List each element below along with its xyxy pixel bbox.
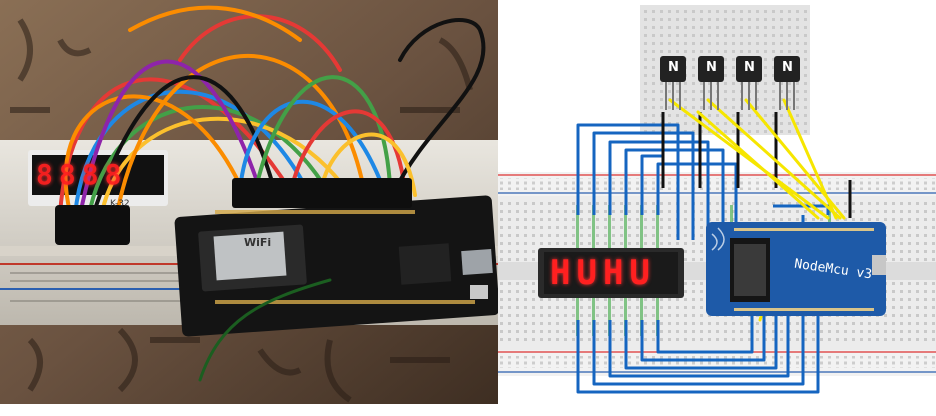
photo-nodemcu-board — [174, 195, 498, 337]
circuit-diagram — [498, 5, 936, 394]
transistor-q1 — [660, 56, 686, 110]
transistor-label-2: N — [706, 60, 717, 75]
seven-segment-display — [538, 248, 684, 298]
blue-wires — [576, 123, 830, 394]
photo-pin-header — [55, 178, 412, 245]
photo-segment-display-text: 8888 — [36, 158, 128, 191]
transistor-label-1: N — [668, 60, 679, 75]
diagram-panel: N N N N HUHU NodeMcu v3 — [498, 0, 936, 404]
photo-illustration: K-32 WiFi — [0, 0, 498, 404]
transistor-q3 — [736, 56, 762, 110]
caption-text — [0, 404, 936, 416]
transistor-q4 — [774, 56, 800, 110]
diagram-display-text: HUHU — [550, 253, 656, 293]
photo-wifi-label: WiFi — [244, 236, 271, 249]
transistors — [660, 56, 800, 110]
calligraphy-marks — [10, 18, 473, 403]
transistor-label-3: N — [744, 60, 755, 75]
transistor-label-4: N — [782, 60, 793, 75]
transistor-q2 — [698, 56, 724, 110]
photo-module-label: K-32 — [110, 199, 130, 209]
photo-wires — [58, 5, 486, 382]
nodemcu-v3-board — [706, 222, 886, 316]
photo-panel: K-32 WiFi 8888 — [0, 0, 498, 404]
